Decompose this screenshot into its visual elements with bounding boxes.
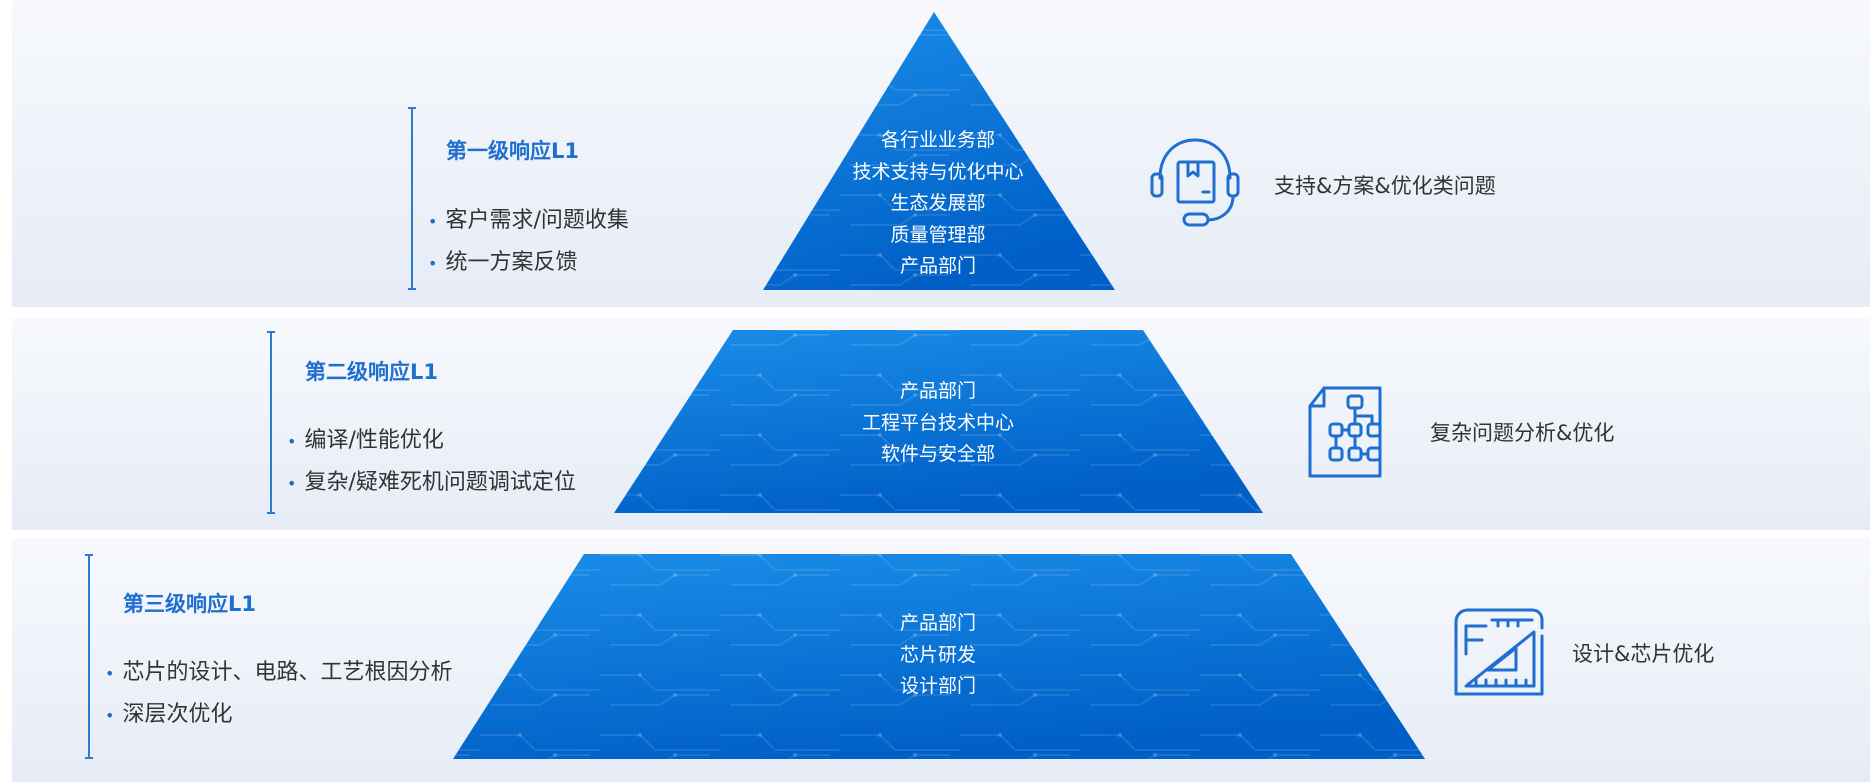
department-label: 生态发展部 <box>890 192 986 214</box>
level-bracket-line <box>267 331 275 514</box>
level-item: •复杂/疑难死机问题调试定位 <box>287 470 576 495</box>
department-label: 工程平台技术中心 <box>861 411 1014 434</box>
level-title: 第三级响应L1 <box>123 592 256 616</box>
pyramid-tier-2 <box>614 330 1263 513</box>
side-label: 设计&芯片优化 <box>1572 642 1715 666</box>
department-label: 产品部门 <box>899 380 976 402</box>
design-ruler-icon <box>1454 608 1544 696</box>
level-bracket-line <box>408 107 416 290</box>
level-item: •深层次优化 <box>105 702 233 727</box>
pyramid-tier-3 <box>453 554 1425 759</box>
level-item: •芯片的设计、电路、工艺根因分析 <box>105 660 453 685</box>
department-label: 产品部门 <box>899 612 976 634</box>
department-label: 产品部门 <box>899 255 976 277</box>
flowchart-document-icon <box>1308 386 1382 478</box>
department-label: 技术支持与优化中心 <box>852 160 1024 183</box>
pyramid-tier-2-departments: 产品部门 工程平台技术中心 软件与安全部 <box>838 376 1038 471</box>
level-item: •客户需求/问题收集 <box>428 208 629 233</box>
pyramid-tier-3-departments: 产品部门 芯片研发 设计部门 <box>838 608 1038 703</box>
level-item: •编译/性能优化 <box>287 428 444 453</box>
department-label: 软件与安全部 <box>880 443 995 465</box>
department-label: 质量管理部 <box>890 223 986 246</box>
side-label: 复杂问题分析&优化 <box>1430 421 1615 445</box>
level-title: 第二级响应L1 <box>305 360 438 384</box>
pyramid-tier-1-departments: 各行业业务部 技术支持与优化中心 生态发展部 质量管理部 产品部门 <box>838 125 1038 283</box>
pyramid-tier-1 <box>763 12 1115 290</box>
headset-support-icon <box>1150 138 1240 227</box>
level-title: 第一级响应L1 <box>446 139 579 163</box>
level-item: •统一方案反馈 <box>428 250 578 275</box>
department-label: 设计部门 <box>899 675 976 697</box>
level-bracket-line <box>85 554 93 759</box>
department-label: 各行业业务部 <box>880 129 995 151</box>
department-label: 芯片研发 <box>899 643 976 666</box>
side-label: 支持&方案&优化类问题 <box>1274 174 1496 198</box>
